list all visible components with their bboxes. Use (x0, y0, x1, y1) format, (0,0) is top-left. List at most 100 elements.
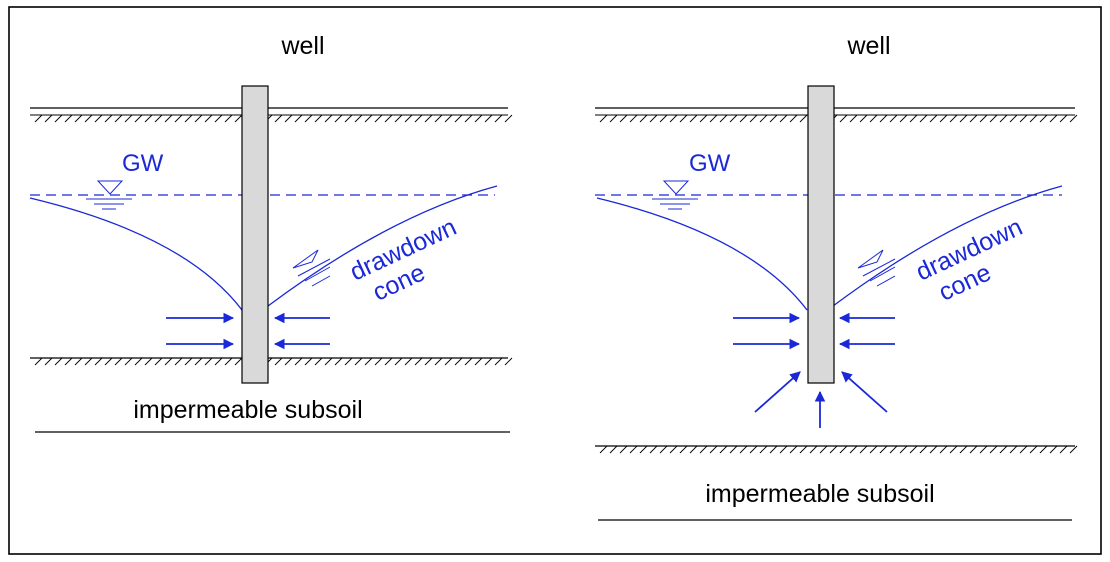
hatch-mark (1019, 445, 1028, 454)
hatch-mark (659, 445, 668, 454)
hatch-mark (174, 114, 183, 123)
hatch-mark (284, 357, 293, 366)
hatch-mark (324, 114, 333, 123)
hatch-mark (494, 357, 503, 366)
hatch-mark (969, 114, 978, 123)
hatch-mark (619, 445, 628, 454)
hatch-mark (879, 114, 888, 123)
flow-arrows (733, 312, 895, 428)
hatch-mark (144, 114, 153, 123)
hatch-mark (639, 445, 648, 454)
hatch-mark (769, 114, 778, 123)
hatch-mark (869, 445, 878, 454)
hatch-mark (1039, 114, 1048, 123)
hatch-mark (64, 357, 73, 366)
hatch-mark (699, 445, 708, 454)
hatch-mark (809, 445, 818, 454)
flow-arrows (166, 312, 330, 350)
water-table-triangle-icon (86, 180, 132, 210)
hatch-mark (749, 445, 758, 454)
gw-label: GW (689, 150, 731, 177)
hatch-mark (749, 114, 758, 123)
hatch-mark (384, 357, 393, 366)
hatch-mark (194, 114, 203, 123)
hatch-mark (1059, 114, 1068, 123)
hatch-mark (174, 357, 183, 366)
hatch-mark (34, 114, 43, 123)
hatch-mark (384, 114, 393, 123)
well-label: well (846, 32, 890, 60)
hatch-mark (859, 445, 868, 454)
hatch-mark (649, 114, 658, 123)
hatch-mark (414, 357, 423, 366)
hatch-mark (899, 114, 908, 123)
hatch-mark (979, 445, 988, 454)
hatch-mark (599, 114, 608, 123)
hatch-mark (909, 445, 918, 454)
subsoil-label: impermeable subsoil (133, 396, 362, 424)
hatch-mark (909, 114, 918, 123)
hatch-mark (454, 357, 463, 366)
hatch-mark (54, 357, 63, 366)
ground-surface (595, 107, 1078, 123)
drawdown-curve-right (832, 185, 1063, 307)
hatch-mark (154, 114, 163, 123)
hatch-mark (729, 114, 738, 123)
hatch-mark (484, 357, 493, 366)
hatch-mark (629, 114, 638, 123)
hatch-mark (779, 114, 788, 123)
hatch-mark (444, 357, 453, 366)
hatch-mark (919, 114, 928, 123)
well-casing (241, 85, 269, 384)
impermeable-layer-boundary (30, 357, 513, 366)
hatch-mark (769, 445, 778, 454)
hatch-mark (799, 114, 808, 123)
hatch-mark (829, 445, 838, 454)
hatch-mark (609, 445, 618, 454)
hatch-mark (114, 114, 123, 123)
hatch-mark (314, 114, 323, 123)
hatch-mark (759, 445, 768, 454)
ground-hatch-icon (34, 357, 513, 366)
hatch-mark (689, 114, 698, 123)
drawdown-curve-left (596, 197, 808, 311)
drawdown-triangle-icon (857, 249, 896, 287)
hatch-mark (1069, 114, 1078, 123)
hatch-mark (304, 357, 313, 366)
hatch-mark (324, 357, 333, 366)
hatch-mark (709, 445, 718, 454)
hatch-mark (404, 357, 413, 366)
hatch-mark (789, 114, 798, 123)
hatch-mark (184, 114, 193, 123)
hatch-mark (364, 357, 373, 366)
hatch-mark (274, 357, 283, 366)
hatch-mark (989, 114, 998, 123)
hatch-mark (709, 114, 718, 123)
hatch-mark (354, 114, 363, 123)
ground-surface (30, 107, 513, 123)
hatch-mark (354, 357, 363, 366)
hatch-mark (64, 114, 73, 123)
hatch-mark (719, 114, 728, 123)
hatch-mark (394, 114, 403, 123)
hatch-mark (1009, 445, 1018, 454)
hatch-mark (819, 445, 828, 454)
hatch-mark (689, 445, 698, 454)
hatch-mark (134, 357, 143, 366)
hatch-mark (679, 445, 688, 454)
hatch-mark (1069, 445, 1078, 454)
hatch-mark (454, 114, 463, 123)
hatch-mark (154, 357, 163, 366)
hatch-mark (839, 445, 848, 454)
well-casing (807, 85, 835, 384)
hatch-mark (424, 357, 433, 366)
hatch-mark (184, 357, 193, 366)
hatch-mark (504, 114, 513, 123)
hatch-mark (374, 357, 383, 366)
hatch-mark (1029, 114, 1038, 123)
hatch-mark (134, 114, 143, 123)
hatch-mark (344, 357, 353, 366)
hatch-mark (1009, 114, 1018, 123)
hatch-mark (124, 357, 133, 366)
